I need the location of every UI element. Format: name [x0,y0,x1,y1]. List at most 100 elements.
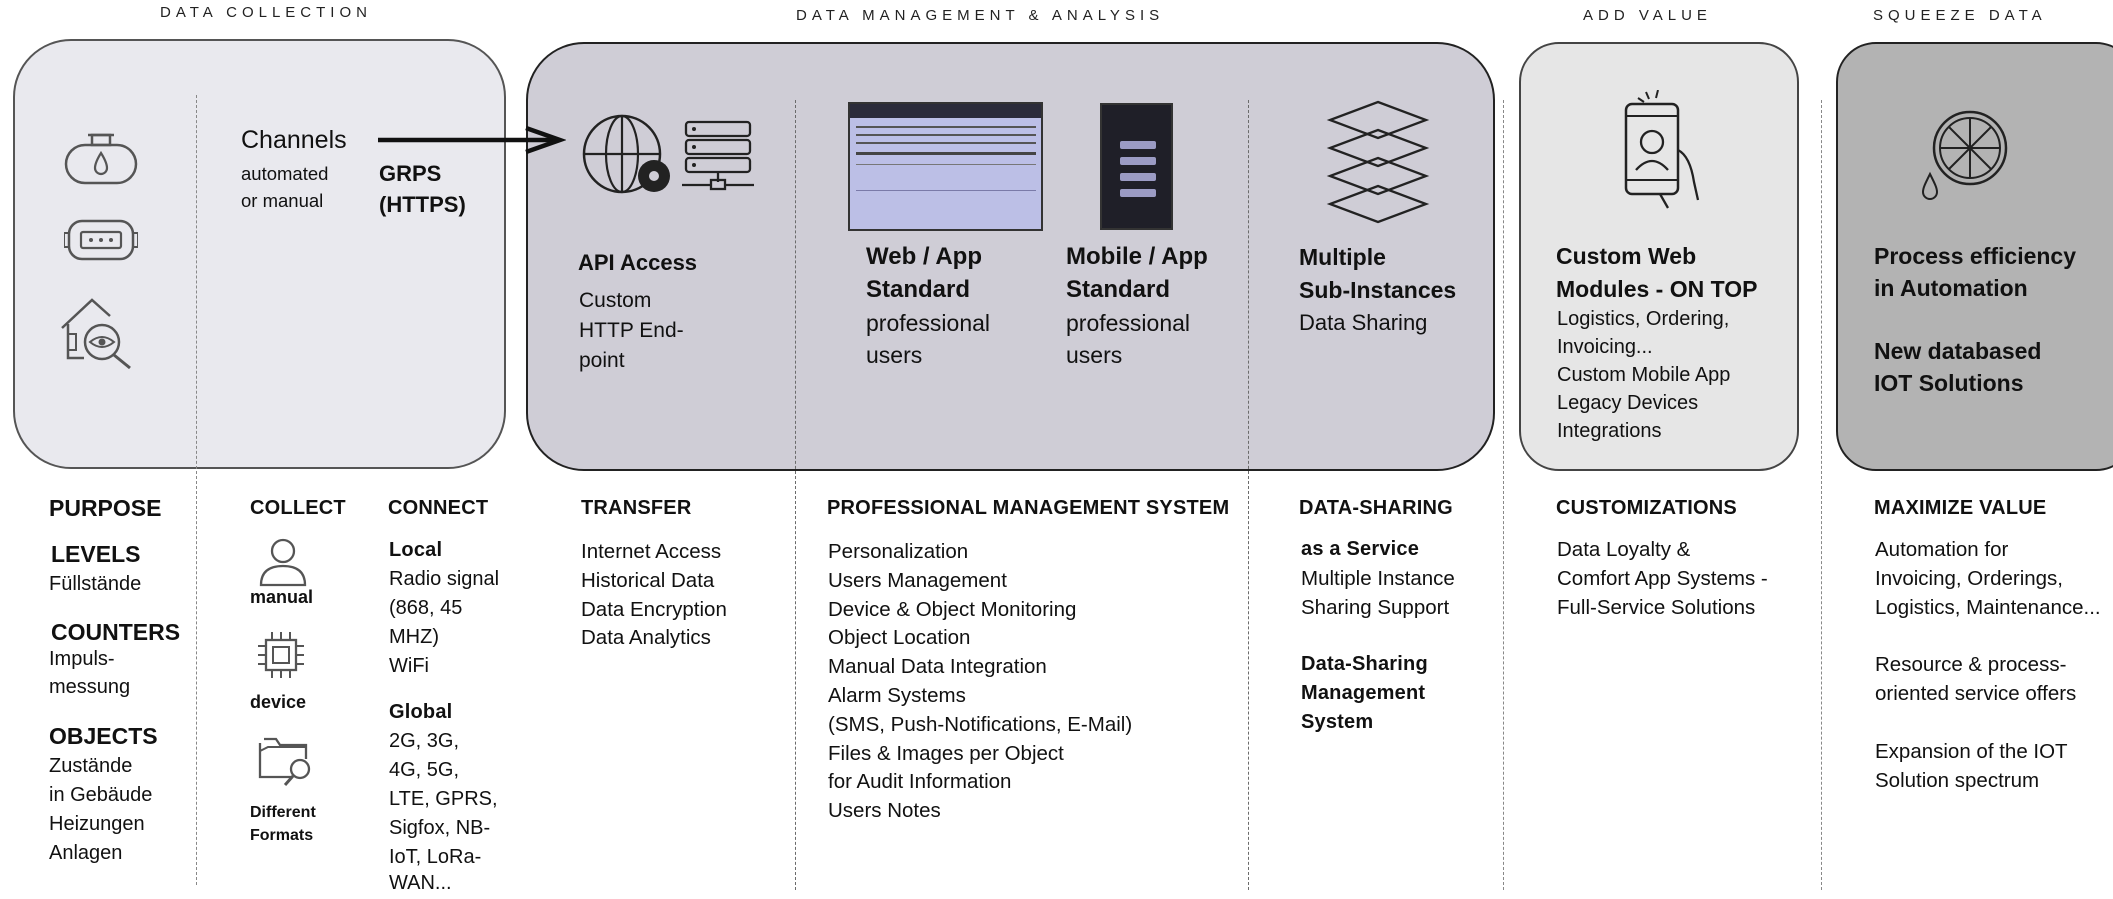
transfer-list: Internet Access Historical Data Data Enc… [581,538,727,653]
arrow-icon [376,124,566,158]
server-icon [680,118,756,192]
pms-item: for Audit Information [828,770,1012,794]
pms-item: Alarm Systems [828,683,966,707]
objects-line: Anlagen [49,842,123,864]
connect-line: 4G, 5G, [389,759,460,781]
collection-box [13,39,506,469]
connect-line: (868, 45 [389,597,463,619]
mobile-title: Standard [1066,276,1171,303]
maximize-line: Invoicing, Orderings, [1875,567,2064,590]
web-title: Standard [866,276,971,303]
multi-title: Multiple [1299,244,1386,270]
pms-header: PROFESSIONAL MANAGEMENT SYSTEM [827,497,1230,519]
process-title: Process efficiency [1874,243,2077,269]
mobile-title: Mobile / App [1066,243,1208,270]
connect-line: WAN... [389,872,452,894]
custom-title: Modules - ON TOP [1556,276,1758,302]
connect-line: WiFi [389,655,429,677]
custom-line: Invoicing... [1557,336,1653,358]
web-line: users [866,342,923,368]
globe-icon [582,114,682,196]
purpose-header: PURPOSE [49,495,162,521]
custom-line: Custom Mobile App [1557,364,1731,386]
chip-icon [256,630,306,680]
connect-line: MHZ) [389,626,439,648]
channels-line: or manual [241,190,324,211]
pms-item: Device & Object Monitoring [828,597,1077,621]
mobile-line: users [1066,342,1123,368]
collect-manual: manual [250,587,314,607]
maximize-line: Solution spectrum [1875,769,2040,792]
multi-title: Sub-Instances [1299,277,1457,303]
pms-item: Object Location [828,626,971,650]
collect-formats: Different [250,804,316,821]
layers-icon [1326,100,1430,224]
sharing-line: Sharing Support [1301,596,1450,619]
divider [196,95,197,885]
connect-line: 2G, 3G, [389,730,460,752]
mobile-app-screenshot [1100,103,1173,230]
meter-icon [64,215,138,265]
collect-formats: Formats [250,827,314,844]
customizations-line: Full-Service Solutions [1557,596,1756,619]
connect-line: Sigfox, NB- [389,817,491,839]
pms-item: (SMS, Push-Notifications, E-Mail) [828,712,1133,736]
maximize-line: Logistics, Maintenance... [1875,596,2101,619]
maximize-line: oriented service offers [1875,682,2077,705]
sharing-service: as a Service [1301,538,1420,560]
protocol-label: (HTTPS) [379,192,466,217]
channels-title: Channels [241,126,347,154]
maximize-line: Automation for [1875,538,2009,561]
transfer-item: Data Analytics [581,626,711,650]
objects-label: OBJECTS [49,723,158,749]
levels-label: LEVELS [51,541,141,567]
transfer-header: TRANSFER [581,497,692,519]
section-header-add-value: ADD VALUE [1583,7,1712,24]
web-app-screenshot [848,102,1043,231]
connect-line: IoT, LoRa- [389,846,482,868]
add-value-box [1519,42,1799,471]
web-title: Web / App [866,243,982,270]
protocol-label: GRPS [379,161,442,186]
multi-line: Data Sharing [1299,310,1428,335]
section-header-management: DATA MANAGEMENT & ANALYSIS [796,7,1165,24]
api-line: HTTP End- [579,319,684,342]
customizations-line: Data Loyalty & [1557,538,1691,561]
divider [1821,100,1822,890]
maximize-line: Expansion of the IOT [1875,740,2068,763]
objects-line: in Gebäude [49,784,153,806]
folder-search-icon [258,733,318,791]
custom-line: Integrations [1557,420,1662,442]
objects-line: Heizungen [49,813,145,835]
connect-line: Radio signal [389,568,500,590]
maximize-line: Resource & process- [1875,653,2067,676]
house-eye-icon [58,294,138,370]
phone-user-icon [1616,90,1706,212]
mobile-line: professional [1066,310,1191,336]
divider [1503,100,1504,890]
transfer-item: Data Encryption [581,597,727,621]
api-title: API Access [578,250,698,275]
divider [1248,100,1249,890]
connect-line: LTE, GPRS, [389,788,498,810]
counters-sub: messung [49,676,131,698]
objects-line: Zustände [49,755,133,777]
counters-sub: Impuls- [49,648,115,670]
connect-header: CONNECT [388,497,489,519]
tank-icon [62,131,140,189]
process-title: in Automation [1874,275,2028,301]
user-icon [258,537,308,587]
levels-sub: Füllstände [49,573,142,595]
sharing-system: Data-Sharing [1301,653,1428,675]
pms-item: Users Management [828,568,1007,592]
section-header-collection: DATA COLLECTION [160,4,372,21]
counters-label: COUNTERS [51,619,181,645]
api-line: point [579,349,625,372]
process-title: New databased [1874,338,2042,364]
custom-title: Custom Web [1556,243,1697,269]
transfer-item: Historical Data [581,568,715,592]
pms-item: Personalization [828,540,969,563]
transfer-item: Internet Access [581,540,722,563]
api-line: Custom [579,289,652,312]
process-title: IOT Solutions [1874,370,2024,396]
